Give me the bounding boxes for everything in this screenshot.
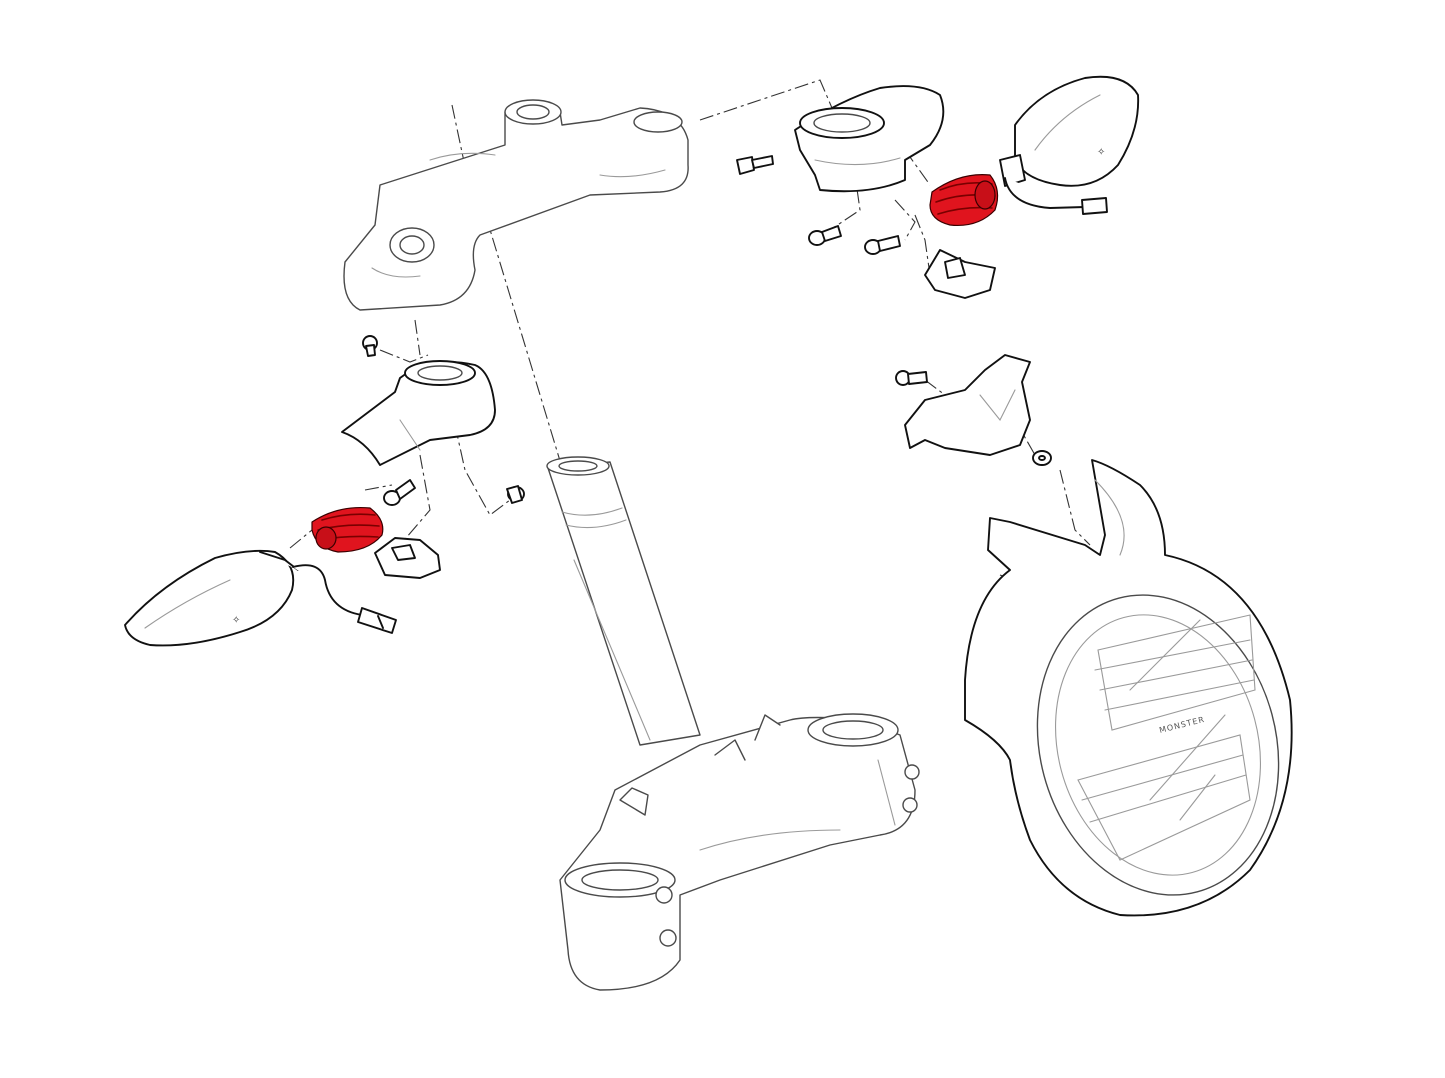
left-turn-indicator: ✧ xyxy=(124,549,397,647)
right-turn-indicator: ✧ xyxy=(999,75,1140,215)
screw-icon xyxy=(506,485,525,504)
rubber-spacer-left xyxy=(311,506,384,553)
lower-triple-clamp xyxy=(559,713,920,991)
screw-icon xyxy=(736,155,774,175)
upper-triple-clamp xyxy=(343,99,689,311)
screw-icon xyxy=(895,370,928,386)
steering-stem xyxy=(546,456,701,746)
screw-icon xyxy=(383,479,416,506)
headlight-top-mount xyxy=(904,354,1031,456)
right-indicator-bracket xyxy=(794,85,945,193)
washer-icon xyxy=(1032,450,1052,466)
left-lower-clip xyxy=(374,537,441,579)
screws xyxy=(362,155,1052,506)
headlight-assembly: MONSTER xyxy=(964,459,1293,917)
rubber-spacer-right xyxy=(929,174,999,227)
sparkle-icon: ✧ xyxy=(232,615,240,626)
screw-icon xyxy=(864,235,901,255)
right-lower-clip xyxy=(924,249,996,299)
screw-icon xyxy=(808,225,842,246)
left-indicator-bracket xyxy=(341,360,496,466)
screw-icon xyxy=(362,335,378,357)
sparkle-icon: ✧ xyxy=(1097,147,1105,158)
